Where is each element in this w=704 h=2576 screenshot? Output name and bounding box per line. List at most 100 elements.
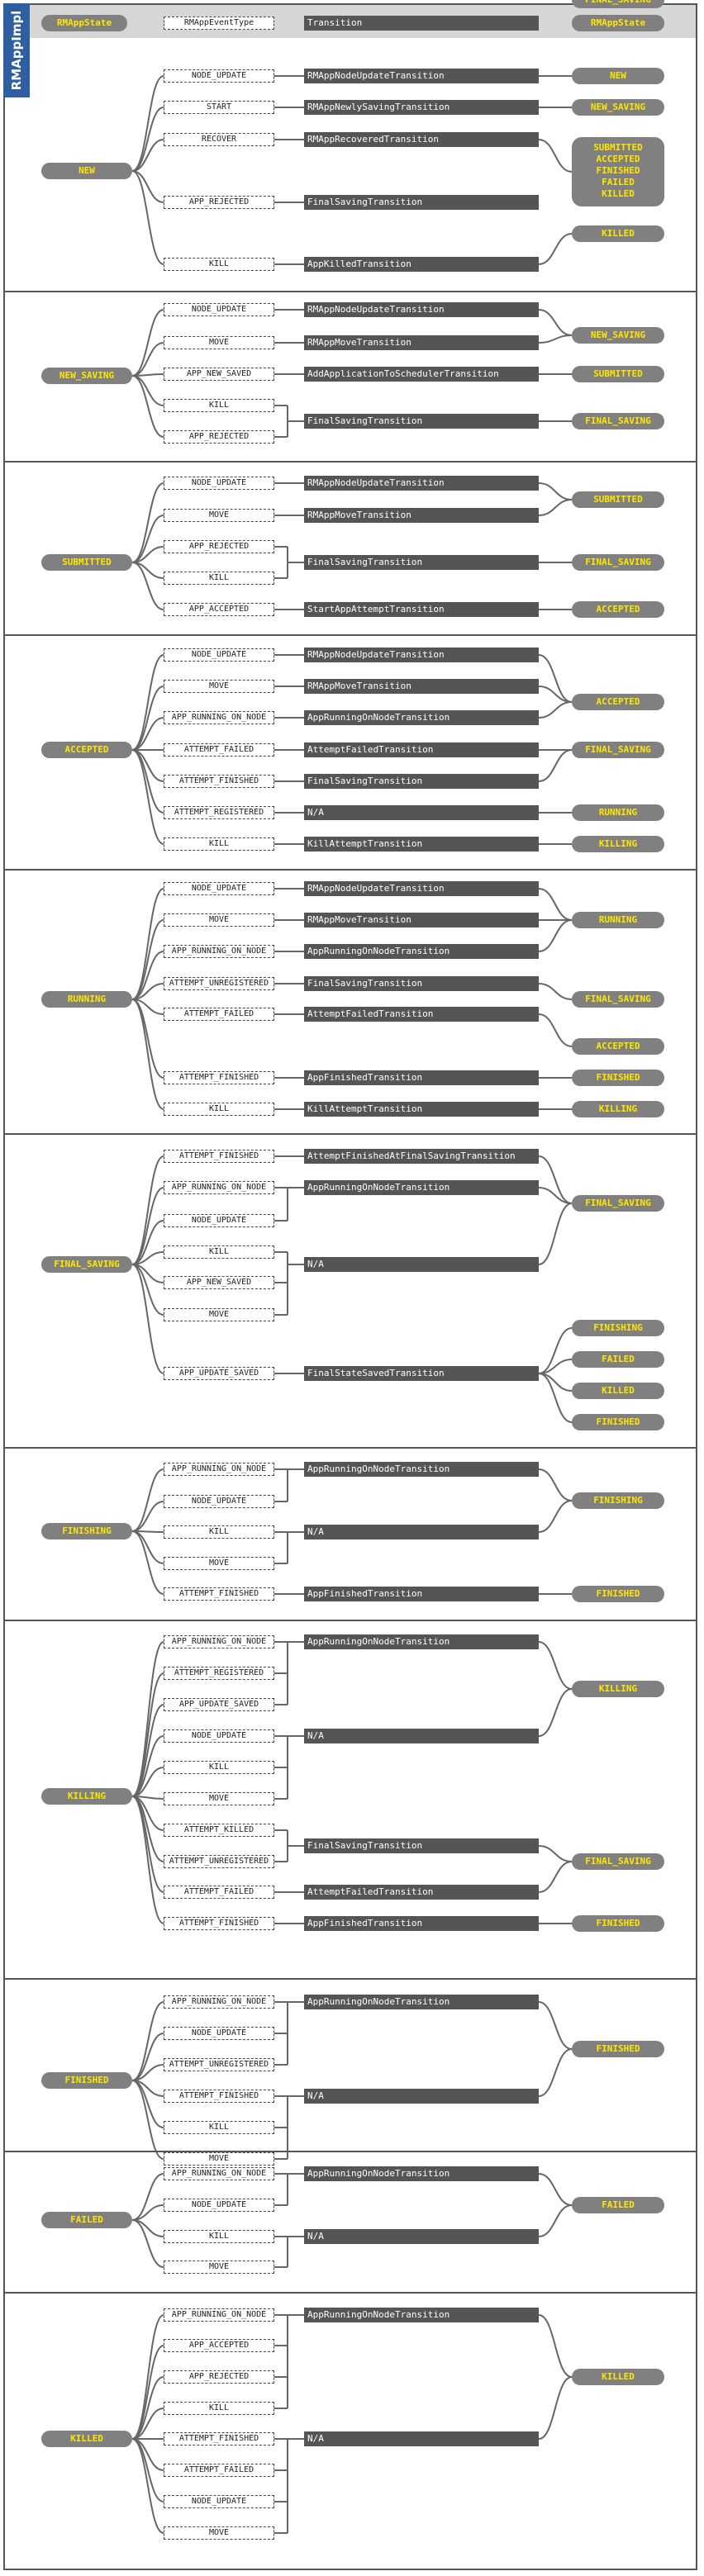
- target-state-item: ACCEPTED: [596, 154, 640, 164]
- transition-running-1: RMAppMoveTransition: [304, 913, 539, 927]
- target-state-item: KILLED: [602, 188, 635, 199]
- event-finished-0: APP_RUNNING_ON_NODE: [164, 1995, 274, 2009]
- event-finishing-2: KILL: [164, 1525, 274, 1539]
- event-killed-7: MOVE: [164, 2526, 274, 2540]
- header-from-state: RMAppState: [41, 15, 127, 31]
- event-failed-0: APP_RUNNING_ON_NODE: [164, 2167, 274, 2180]
- target-state-new-saving-3: FINAL_SAVING: [572, 413, 664, 429]
- target-state-submitted-0: SUBMITTED: [572, 491, 664, 508]
- source-state-accepted: ACCEPTED: [41, 742, 132, 758]
- event-killing-7: ATTEMPT_UNREGISTERED: [164, 1855, 274, 1868]
- event-new-4: KILL: [164, 258, 274, 271]
- target-state-killing-9: FINISHED: [572, 1915, 664, 1932]
- event-new-1: START: [164, 101, 274, 114]
- target-state-running-5: FINISHED: [572, 1070, 664, 1086]
- event-running-5: ATTEMPT_FINISHED: [164, 1071, 274, 1084]
- target-state-final-saving-list-1: FAILED: [572, 1351, 664, 1368]
- target-state-running-3: FINAL_SAVING: [572, 991, 664, 1008]
- transition-running-6: KillAttemptTransition: [304, 1102, 539, 1117]
- target-state-running-4: ACCEPTED: [572, 1038, 664, 1055]
- event-new-saving-2: APP_NEW_SAVED: [164, 368, 274, 381]
- target-state-killed-0: KILLED: [572, 2369, 664, 2385]
- event-new-saving-4: APP_REJECTED: [164, 430, 274, 444]
- source-state-killing: KILLING: [41, 1788, 132, 1805]
- section-separator: [5, 1978, 696, 1980]
- event-killed-0: APP_RUNNING_ON_NODE: [164, 2308, 274, 2322]
- event-killing-3: NODE_UPDATE: [164, 1729, 274, 1743]
- target-state-new-saving-0: NEW_SAVING: [572, 327, 664, 344]
- event-killing-1: ATTEMPT_REGISTERED: [164, 1667, 274, 1680]
- event-killing-8: ATTEMPT_FAILED: [164, 1886, 274, 1899]
- target-state-new-saving-2: SUBMITTED: [572, 366, 664, 382]
- target-state-failed-0: FAILED: [572, 2197, 664, 2213]
- transition-new-saving-1: RMAppMoveTransition: [304, 335, 539, 350]
- event-final-saving-4: APP_NEW_SAVED: [164, 1276, 274, 1289]
- event-killed-5: ATTEMPT_FAILED: [164, 2464, 274, 2477]
- source-state-failed: FAILED: [41, 2212, 132, 2228]
- transition-running-0: RMAppNodeUpdateTransition: [304, 881, 539, 896]
- title-tab: RMAppImpl: [3, 3, 30, 97]
- target-state-final-saving-list-3: FINISHED: [572, 1414, 664, 1430]
- event-running-0: NODE_UPDATE: [164, 882, 274, 895]
- transition-running-5: AppFinishedTransition: [304, 1070, 539, 1085]
- target-state-final-saving-0: FINAL_SAVING: [572, 1195, 664, 1212]
- transition-running-4: AttemptFailedTransition: [304, 1007, 539, 1022]
- transition-accepted-4: FinalSavingTransition: [304, 774, 539, 789]
- transition-finishing-4: AppFinishedTransition: [304, 1587, 539, 1601]
- transition-killing-6: FinalSavingTransition: [304, 1838, 539, 1853]
- target-state-finishing-4: FINISHED: [572, 1586, 664, 1602]
- event-finished-3: ATTEMPT_FINISHED: [164, 2090, 274, 2103]
- transition-accepted-3: AttemptFailedTransition: [304, 742, 539, 757]
- event-running-2: APP_RUNNING_ON_NODE: [164, 945, 274, 958]
- source-state-new-saving: NEW_SAVING: [41, 368, 132, 384]
- target-state-new-1: NEW_SAVING: [572, 99, 664, 116]
- event-killed-6: NODE_UPDATE: [164, 2495, 274, 2508]
- event-new-2: RECOVER: [164, 133, 274, 146]
- transition-new-3: FinalSavingTransition: [304, 195, 539, 210]
- event-new-saving-3: KILL: [164, 399, 274, 412]
- section-separator: [5, 2151, 696, 2152]
- event-accepted-0: NODE_UPDATE: [164, 648, 274, 662]
- event-new-saving-0: NODE_UPDATE: [164, 303, 274, 316]
- transition-running-3: FinalSavingTransition: [304, 976, 539, 991]
- transition-killed-0: AppRunningOnNodeTransition: [304, 2308, 539, 2322]
- target-state-item: FINISHED: [596, 165, 640, 176]
- target-state-finishing-0: FINISHING: [572, 1492, 664, 1509]
- section-separator: [5, 2292, 696, 2294]
- section-separator: [5, 291, 696, 292]
- target-state-running-6: KILLING: [572, 1101, 664, 1117]
- section-separator: [5, 1447, 696, 1449]
- target-state-finished-0: FINISHED: [572, 2041, 664, 2057]
- event-running-6: KILL: [164, 1103, 274, 1116]
- transition-new-4: AppKilledTransition: [304, 257, 539, 272]
- event-new-saving-1: MOVE: [164, 336, 274, 349]
- event-finished-5: MOVE: [164, 2152, 274, 2166]
- transition-running-2: AppRunningOnNodeTransition: [304, 944, 539, 959]
- event-final-saving-2: NODE_UPDATE: [164, 1214, 274, 1227]
- event-failed-3: MOVE: [164, 2261, 274, 2274]
- target-state-new-0: NEW: [572, 68, 664, 84]
- event-submitted-4: APP_ACCEPTED: [164, 603, 274, 616]
- target-state-accepted-5: RUNNING: [572, 804, 664, 821]
- source-state-submitted: SUBMITTED: [41, 554, 132, 571]
- event-finishing-0: APP_RUNNING_ON_NODE: [164, 1463, 274, 1476]
- event-failed-1: NODE_UPDATE: [164, 2199, 274, 2212]
- transition-final-saving-1: AppRunningOnNodeTransition: [304, 1180, 539, 1195]
- event-failed-2: KILL: [164, 2230, 274, 2243]
- event-accepted-1: MOVE: [164, 680, 274, 693]
- transition-new-1: RMAppNewlySavingTransition: [304, 100, 539, 115]
- event-accepted-6: KILL: [164, 837, 274, 851]
- target-state-submitted-2: FINAL_SAVING: [572, 554, 664, 571]
- section-separator: [5, 869, 696, 871]
- transition-new-0: RMAppNodeUpdateTransition: [304, 69, 539, 83]
- target-state-item: SUBMITTED: [593, 142, 643, 153]
- transition-submitted-0: RMAppNodeUpdateTransition: [304, 476, 539, 491]
- event-final-saving-3: KILL: [164, 1245, 274, 1259]
- transition-failed-2: N/A: [304, 2229, 539, 2244]
- transition-accepted-6: KillAttemptTransition: [304, 837, 539, 852]
- diagram-frame: [3, 3, 697, 2570]
- target-state-new-4: KILLED: [572, 225, 664, 242]
